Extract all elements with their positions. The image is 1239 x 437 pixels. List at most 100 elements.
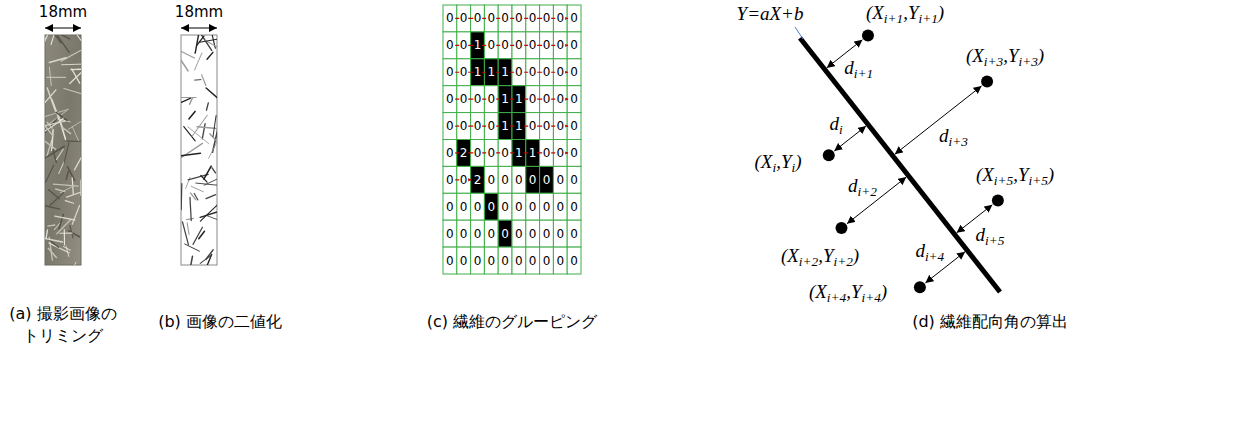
- fiber-line: [45, 138, 56, 149]
- grid-cell: [526, 220, 540, 247]
- fiber-line: [57, 219, 71, 233]
- fiber-line: [48, 225, 55, 226]
- binary-strip: [170, 28, 227, 271]
- grid-value: 0: [459, 120, 469, 132]
- grid-value: 0: [486, 12, 496, 24]
- fiber-line: [46, 230, 47, 238]
- math-text: (: [781, 245, 787, 266]
- grid-cell: [498, 193, 512, 220]
- grid-value: 0: [445, 120, 455, 132]
- grid-value: 0: [459, 12, 469, 24]
- math-label: di: [829, 113, 842, 135]
- fiber-line: [181, 46, 195, 58]
- fiber-line: [48, 248, 56, 257]
- grid-cell: [526, 193, 540, 220]
- fiber-line: [59, 161, 65, 174]
- fiber-line: [191, 186, 203, 192]
- math-subscript: i+1: [918, 11, 937, 26]
- fiber-line: [207, 52, 213, 59]
- grid-cell: [553, 247, 567, 274]
- math-label: (Xi+1,Yi+1): [866, 2, 944, 24]
- grid-cell: [540, 247, 554, 274]
- fiber-line: [68, 117, 81, 129]
- grid-cell: [512, 193, 526, 220]
- grid-cell: [540, 166, 554, 193]
- math-subscript: i+1: [854, 66, 873, 81]
- math-text: ,: [1013, 164, 1018, 185]
- math-label: di+1: [844, 57, 873, 79]
- math-label: (Xi,Yi): [755, 151, 802, 173]
- grid-value: 0: [569, 39, 579, 51]
- grid-cell: [498, 220, 512, 247]
- grid-cell: [512, 166, 526, 193]
- grid-value: 0: [473, 93, 483, 105]
- panel-caption: (d) 繊維配向角の算出: [912, 313, 1068, 331]
- math-symbol: X: [982, 164, 994, 185]
- math-text: (: [809, 281, 815, 302]
- grid-value: 0: [486, 39, 496, 51]
- math-text: Y=aX+b: [737, 3, 804, 24]
- math-label: (Xi+4,Yi+4): [809, 281, 887, 303]
- grid-value: 0: [542, 39, 552, 51]
- grid-value: 1: [514, 147, 524, 159]
- grid-value: 0: [555, 93, 565, 105]
- math-text: ,: [846, 281, 851, 302]
- panel-caption: (a) 撮影画像の トリミング: [4, 303, 122, 348]
- data-point: [835, 222, 847, 234]
- grid-value: 0: [486, 255, 496, 267]
- fiber-line: [185, 244, 200, 251]
- grid-value: 0: [486, 147, 496, 159]
- grid-cell: [498, 166, 512, 193]
- leader-line: [795, 27, 803, 39]
- fiber-line: [49, 58, 66, 63]
- fiber-line: [72, 127, 78, 141]
- fiber-line: [64, 142, 69, 163]
- fiber-line: [181, 98, 190, 102]
- grid-cell: [512, 220, 526, 247]
- grid-value: 0: [486, 228, 496, 240]
- grid-cell: [553, 166, 567, 193]
- fiber-line: [60, 185, 74, 192]
- grid-value: 0: [486, 93, 496, 105]
- grid-value: 0: [514, 174, 524, 186]
- fiber-line: [200, 256, 210, 264]
- grid-cell: [526, 247, 540, 274]
- grid-cell: [567, 193, 581, 220]
- fiber-line: [206, 215, 217, 223]
- grid-value: 0: [445, 39, 455, 51]
- grid-value: 0: [555, 201, 565, 213]
- pixel-grid: [443, 5, 581, 274]
- fiber-line: [201, 175, 207, 182]
- fiber-line: [60, 35, 70, 39]
- grid-value: 0: [569, 255, 579, 267]
- grid-cell: [567, 220, 581, 247]
- fiber-line: [52, 100, 59, 120]
- math-symbol: Y: [781, 151, 792, 172]
- fiber-line: [45, 120, 53, 136]
- grid-value: 0: [569, 147, 579, 159]
- fiber-line: [193, 227, 202, 244]
- grid-value: 0: [500, 228, 510, 240]
- fiber-line: [59, 118, 64, 122]
- math-text: (: [866, 2, 872, 23]
- grid-cell: [567, 32, 581, 59]
- fiber-line: [51, 35, 55, 44]
- fiber-line: [46, 165, 54, 182]
- panel-caption: (b) 画像の二値化: [158, 313, 282, 331]
- grid-value: 1: [500, 66, 510, 78]
- grid-value: 0: [514, 255, 524, 267]
- math-symbol: X: [761, 151, 773, 172]
- fiber-line: [68, 167, 75, 180]
- dimension-label: 18mm: [175, 4, 223, 21]
- panel-caption: (c) 繊維のグルーピング: [427, 313, 597, 331]
- grid-value: 0: [459, 66, 469, 78]
- grid-value: 0: [500, 39, 510, 51]
- math-text: (: [976, 164, 982, 185]
- fiber-line: [206, 195, 216, 199]
- math-label: (Xi+3,Yi+3): [966, 45, 1044, 67]
- grid-cell: [498, 247, 512, 274]
- fiber-line: [73, 35, 81, 48]
- grid-value: 0: [500, 174, 510, 186]
